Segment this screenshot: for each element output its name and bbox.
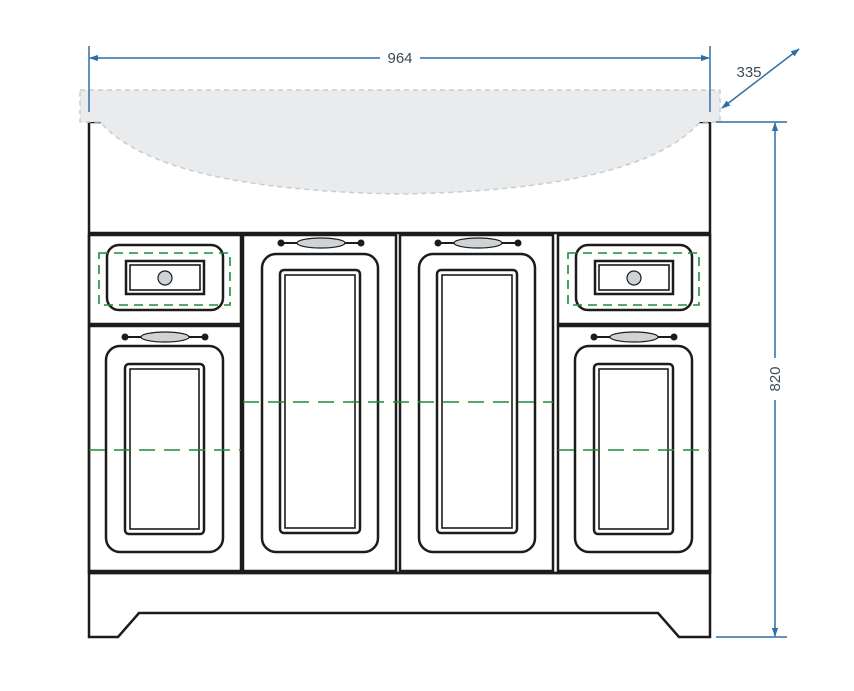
right-drawer[interactable] <box>556 233 712 326</box>
sink <box>79 89 721 195</box>
tall-door-left[interactable] <box>241 233 398 573</box>
height-label: 820 <box>767 366 784 391</box>
tall-door-right[interactable] <box>398 233 555 573</box>
drawer-knob-icon <box>157 270 173 286</box>
depth-dimension: 335 <box>721 48 800 109</box>
door-handle-icon <box>590 331 678 343</box>
door-handle-icon <box>277 237 365 249</box>
height-dimension: 820 <box>716 121 787 638</box>
hidden-shelf-lines <box>89 401 710 451</box>
lower-right-door[interactable] <box>556 324 712 573</box>
depth-label: 335 <box>736 64 761 81</box>
door-handle-icon <box>121 331 209 343</box>
width-label: 964 <box>387 50 412 67</box>
lower-left-door[interactable] <box>87 324 243 573</box>
width-dimension: 964 <box>88 46 711 112</box>
left-drawer[interactable] <box>87 233 243 326</box>
door-handle-icon <box>434 237 522 249</box>
drawer-knob-icon <box>626 270 642 286</box>
hidden-drawer-line <box>98 252 231 306</box>
hidden-drawer-line <box>567 252 700 306</box>
